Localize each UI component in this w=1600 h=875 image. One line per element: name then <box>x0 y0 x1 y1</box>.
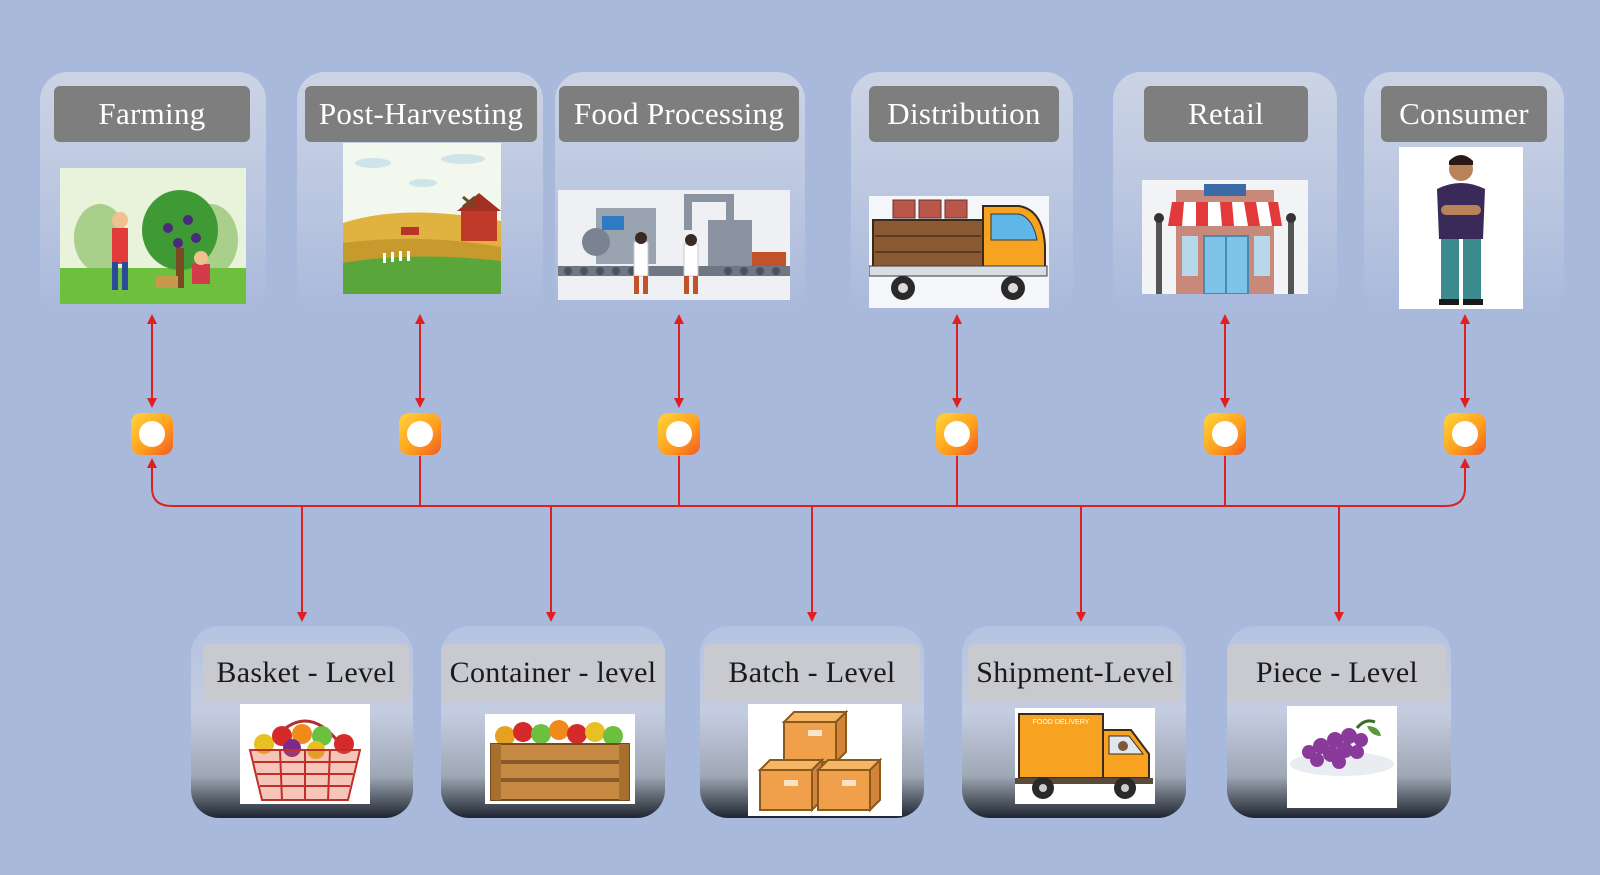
consumer-person-illustration <box>1399 147 1523 309</box>
level-label-shipment: Shipment-Level <box>968 644 1182 702</box>
stage-label-retail: Retail <box>1144 86 1308 142</box>
connection-node-farming <box>131 413 173 455</box>
connection-node-consumer <box>1444 413 1486 455</box>
node-dot <box>407 421 433 447</box>
connection-node-food-processing <box>658 413 700 455</box>
node-dot <box>944 421 970 447</box>
node-dot <box>1212 421 1238 447</box>
delivery-truck-illustration <box>869 196 1049 308</box>
level-label-container: Container - level <box>441 644 665 702</box>
stage-label-farming: Farming <box>54 86 250 142</box>
food-processing-line-illustration <box>558 190 790 300</box>
stage-label-post-harvesting: Post-Harvesting <box>305 86 537 142</box>
stage-label-consumer: Consumer <box>1381 86 1547 142</box>
node-dot <box>666 421 692 447</box>
grape-piece-illustration <box>1287 706 1397 808</box>
stage-label-distribution: Distribution <box>869 86 1059 142</box>
node-dot <box>1452 421 1478 447</box>
cardboard-boxes-illustration <box>748 704 902 816</box>
bus-line <box>147 458 1470 507</box>
connection-node-retail <box>1204 413 1246 455</box>
level-label-basket: Basket - Level <box>203 644 409 702</box>
connection-node-post-harvesting <box>399 413 441 455</box>
vegetable-crate-illustration <box>485 714 635 804</box>
food-delivery-truck-illustration: FOOD DELIVERY <box>1015 708 1155 804</box>
post-harvest-field-illustration <box>343 143 501 294</box>
farming-illustration <box>60 168 246 304</box>
connection-node-distribution <box>936 413 978 455</box>
level-label-batch: Batch - Level <box>704 644 920 702</box>
truck-delivery-text: FOOD DELIVERY <box>1033 719 1090 726</box>
fruit-basket-illustration <box>240 704 370 804</box>
stage-label-food-processing: Food Processing <box>559 86 799 142</box>
retail-store-illustration <box>1142 180 1308 294</box>
level-label-piece: Piece - Level <box>1227 644 1447 702</box>
node-dot <box>139 421 165 447</box>
